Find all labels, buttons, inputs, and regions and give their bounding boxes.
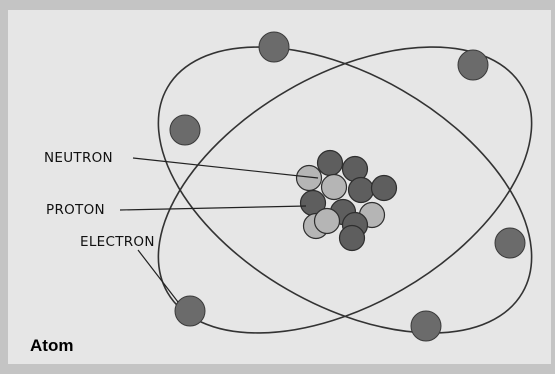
diagram-caption: Atom [30, 336, 74, 355]
proton [313, 207, 341, 235]
electron [457, 49, 489, 81]
proton-leader-line [119, 205, 307, 211]
orbit-2 [157, 46, 533, 334]
leader-lines [119, 157, 319, 303]
neutron [347, 176, 375, 204]
electrons [169, 31, 526, 342]
proton-label: PROTON [46, 202, 105, 218]
neutron-label: NEUTRON [44, 150, 113, 166]
electron [174, 295, 206, 327]
electron-leader-line [137, 249, 179, 303]
proton [295, 164, 323, 192]
electron-label: ELECTRON [80, 234, 155, 250]
orbit-1 [157, 46, 533, 334]
proton [320, 173, 348, 201]
electron [410, 310, 442, 342]
neutron [338, 224, 366, 252]
neutron [370, 174, 398, 202]
electron [258, 31, 290, 63]
neutron-leader-line [132, 157, 319, 179]
neutron [316, 149, 344, 177]
electron [494, 227, 526, 259]
nucleus [295, 149, 398, 252]
electron [169, 114, 201, 146]
